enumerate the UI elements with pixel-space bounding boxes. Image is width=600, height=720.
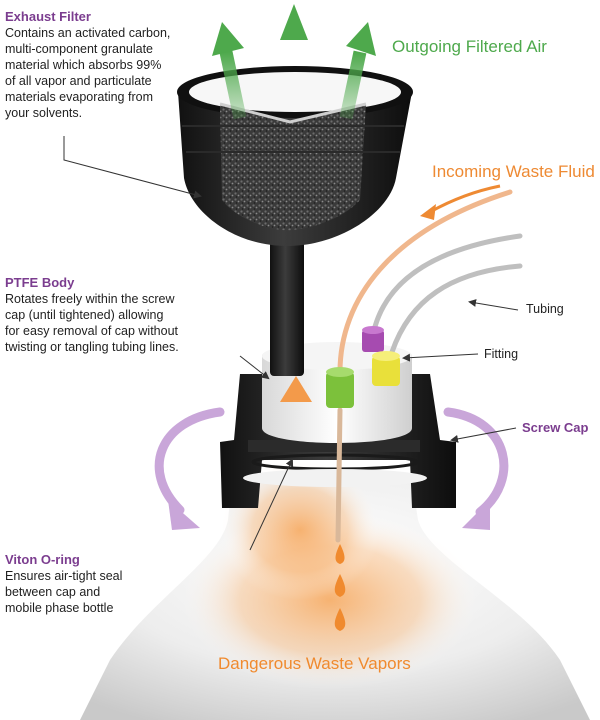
exhaust-filter-title: Exhaust Filter xyxy=(5,8,215,25)
fitting-label: Fitting xyxy=(484,347,518,361)
ptfe-body-title: PTFE Body xyxy=(5,274,220,291)
exhaust-filter-line-1: Contains an activated carbon, xyxy=(5,25,215,41)
exhaust-filter-callout: Exhaust Filter Contains an activated car… xyxy=(5,8,215,121)
dangerous-waste-vapors-label: Dangerous Waste Vapors xyxy=(218,654,411,674)
ptfe-body-line-4: twisting or tangling tubing lines. xyxy=(5,339,220,355)
exhaust-filter-line-2: multi-component granulate xyxy=(5,41,215,57)
viton-oring-line-2: between cap and xyxy=(5,584,175,600)
exhaust-filter-line-5: materials evaporating from xyxy=(5,89,215,105)
exhaust-filter-line-6: your solvents. xyxy=(5,105,215,121)
viton-oring-title: Viton O-ring xyxy=(5,551,175,568)
ptfe-body-line-1: Rotates freely within the screw xyxy=(5,291,220,307)
fitting-purple xyxy=(362,326,384,352)
ptfe-body-line-2: cap (until tightened) allowing xyxy=(5,307,220,323)
incoming-fluid-arrow xyxy=(420,186,500,220)
rotation-arrow-left-head xyxy=(168,500,200,530)
viton-oring-line-3: mobile phase bottle xyxy=(5,600,175,616)
ptfe-body-callout: PTFE Body Rotates freely within the scre… xyxy=(5,274,220,355)
incoming-waste-fluid-label: Incoming Waste Fluid xyxy=(432,162,595,182)
fitting-green xyxy=(326,367,354,408)
screw-cap-label: Screw Cap xyxy=(522,420,588,435)
tubing-label: Tubing xyxy=(526,302,564,316)
waste-droplets xyxy=(335,544,346,631)
outgoing-filtered-air-label: Outgoing Filtered Air xyxy=(392,37,547,57)
viton-oring-line-1: Ensures air-tight seal xyxy=(5,568,175,584)
fitting-yellow xyxy=(372,351,400,386)
ptfe-body-line-3: for easy removal of cap without xyxy=(5,323,220,339)
exhaust-filter-line-3: material which absorbs 99% xyxy=(5,57,215,73)
outgoing-air-arrows xyxy=(212,4,376,118)
rotation-arrow-right-head xyxy=(462,500,490,530)
exhaust-filter-line-4: of all vapor and particulate xyxy=(5,73,215,89)
viton-oring-callout: Viton O-ring Ensures air-tight seal betw… xyxy=(5,551,175,616)
filter-stem xyxy=(270,236,304,376)
